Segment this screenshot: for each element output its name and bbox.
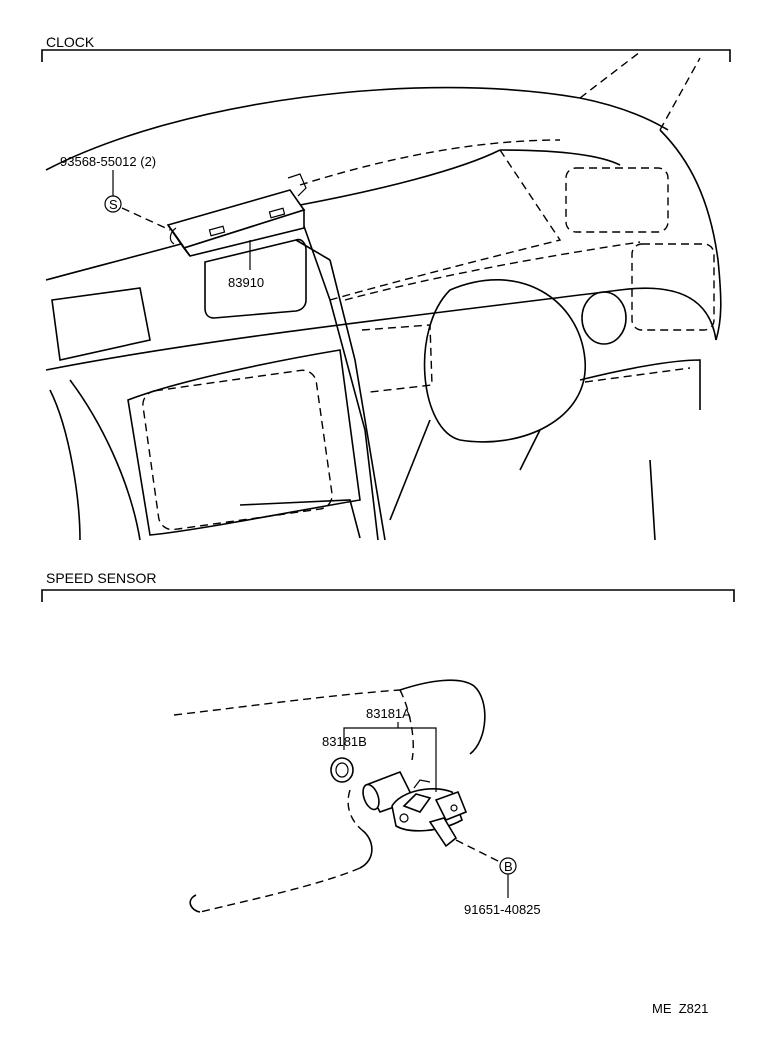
speed-sensor-bolt-callout: B 91651-40825 — [455, 839, 541, 917]
clock-section-title: CLOCK — [46, 34, 95, 50]
clock-unit — [166, 173, 307, 257]
speed-sensor-section-bracket — [41, 589, 735, 602]
clock-section: CLOCK — [41, 34, 731, 541]
speed-sensor-bolt-part-number: 91651-40825 — [464, 902, 541, 917]
clock-screw-part-number: 93568-55012 (2) — [60, 154, 156, 169]
screw-symbol-s-icon — [104, 195, 122, 213]
speed-sensor-section: SPEED SENSOR — [41, 570, 735, 917]
dashboard-drawing — [45, 51, 722, 541]
speed-sensor-bolt-symbol: B — [504, 859, 513, 874]
speed-sensor-section-title: SPEED SENSOR — [46, 570, 156, 586]
clock-assembly-part-number: 83910 — [228, 275, 264, 290]
transmission-housing-drawing — [173, 679, 486, 913]
clock-screw-symbol: S — [109, 197, 118, 212]
speed-sensor-oring — [330, 757, 354, 783]
speed-sensor-oring-part-number: 83181B — [322, 734, 367, 749]
speed-sensor-part-number: 83181A — [366, 706, 411, 721]
clock-section-bracket — [41, 49, 731, 62]
speed-sensor-oring-callout: 83181B — [322, 734, 367, 749]
clock-screw-callout: 93568-55012 (2) S — [60, 154, 171, 231]
speed-sensor-unit — [362, 770, 468, 848]
speed-sensor-callout: 83181A — [343, 706, 437, 792]
diagram-code: ME Z821 — [652, 1001, 708, 1016]
clock-assembly-callout: 83910 — [228, 240, 264, 290]
